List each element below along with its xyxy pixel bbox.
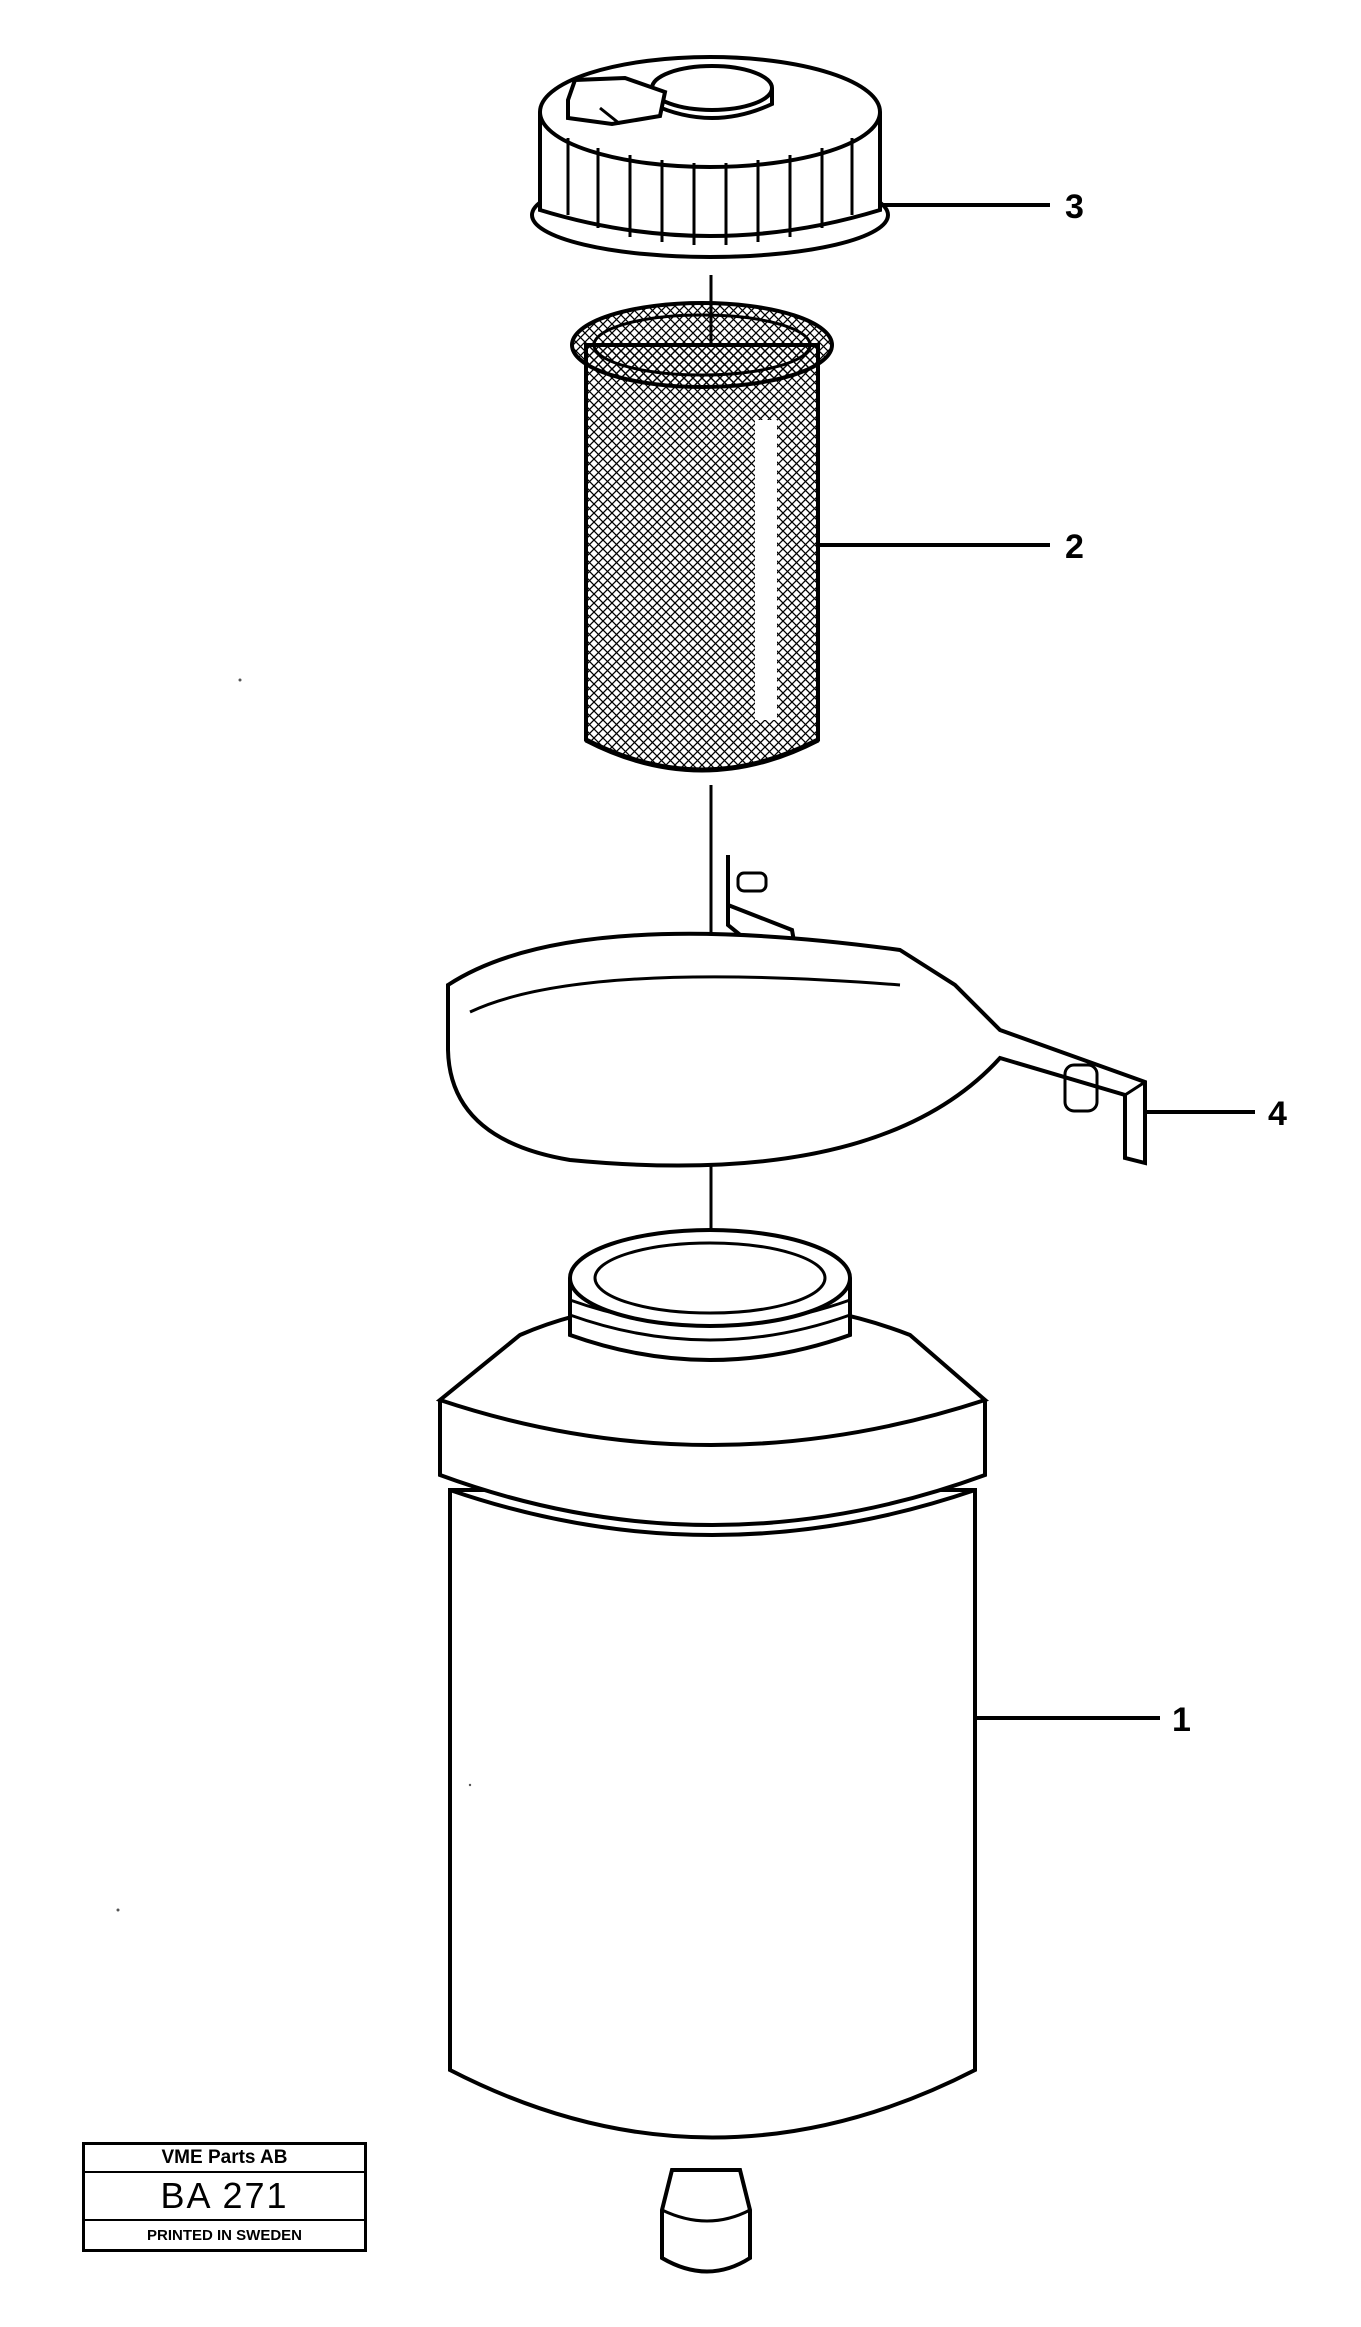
company-name: VME Parts AB bbox=[85, 2145, 364, 2173]
callout-number-2: 2 bbox=[1065, 528, 1084, 566]
printed-in-label: PRINTED IN SWEDEN bbox=[146, 2226, 302, 2244]
scan-specks bbox=[116, 678, 472, 1912]
callout-number-4: 4 bbox=[1268, 1095, 1287, 1133]
reservoir-part bbox=[435, 1228, 989, 2274]
bracket-part bbox=[446, 855, 1147, 1168]
callout-number-1: 1 bbox=[1172, 1701, 1191, 1739]
callout-leaders bbox=[818, 203, 1255, 1720]
title-block: VME Parts AB BA 271 PRINTED IN SWEDEN bbox=[82, 2142, 367, 2252]
callout-number-3: 3 bbox=[1065, 188, 1084, 226]
strainer-part bbox=[570, 301, 834, 773]
drawing-code: BA 271 bbox=[85, 2173, 364, 2221]
cap-part bbox=[530, 55, 890, 259]
